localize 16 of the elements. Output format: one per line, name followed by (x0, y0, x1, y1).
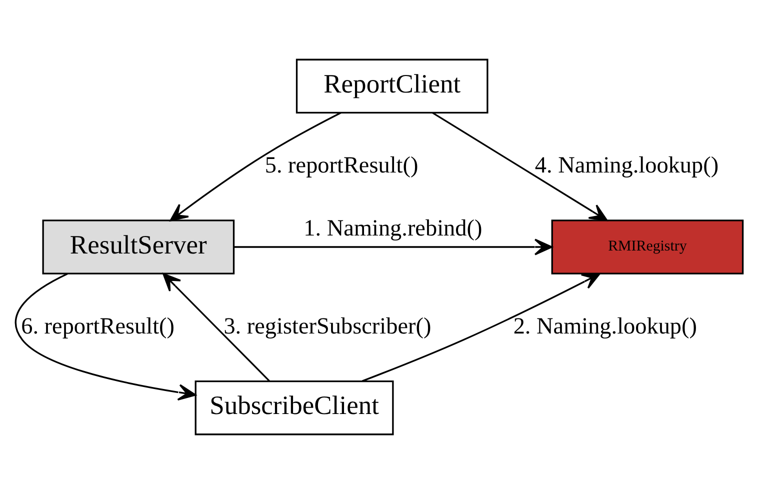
node-box: RMIRegistry (551, 219, 744, 274)
node-box: ResultServer (42, 219, 235, 274)
arrow (170, 112, 342, 221)
edge-label: 5. reportResult() (264, 152, 418, 178)
edge-label: 6. reportResult() (21, 313, 174, 340)
edge-label: 3. registerSubscriber() (224, 313, 432, 340)
edge-label: 4. Naming.lookup() (534, 152, 719, 178)
arrow (162, 272, 270, 381)
node-box: SubscribeClient (194, 380, 394, 435)
arrow (14, 272, 196, 400)
node-box: ReportClient (296, 58, 488, 114)
arrow (234, 238, 553, 255)
arrow (362, 272, 600, 382)
edge-label: 1. Naming.rebind() (304, 215, 482, 242)
arrow (432, 112, 608, 221)
edge-label: 2. Naming.lookup() (513, 313, 698, 340)
